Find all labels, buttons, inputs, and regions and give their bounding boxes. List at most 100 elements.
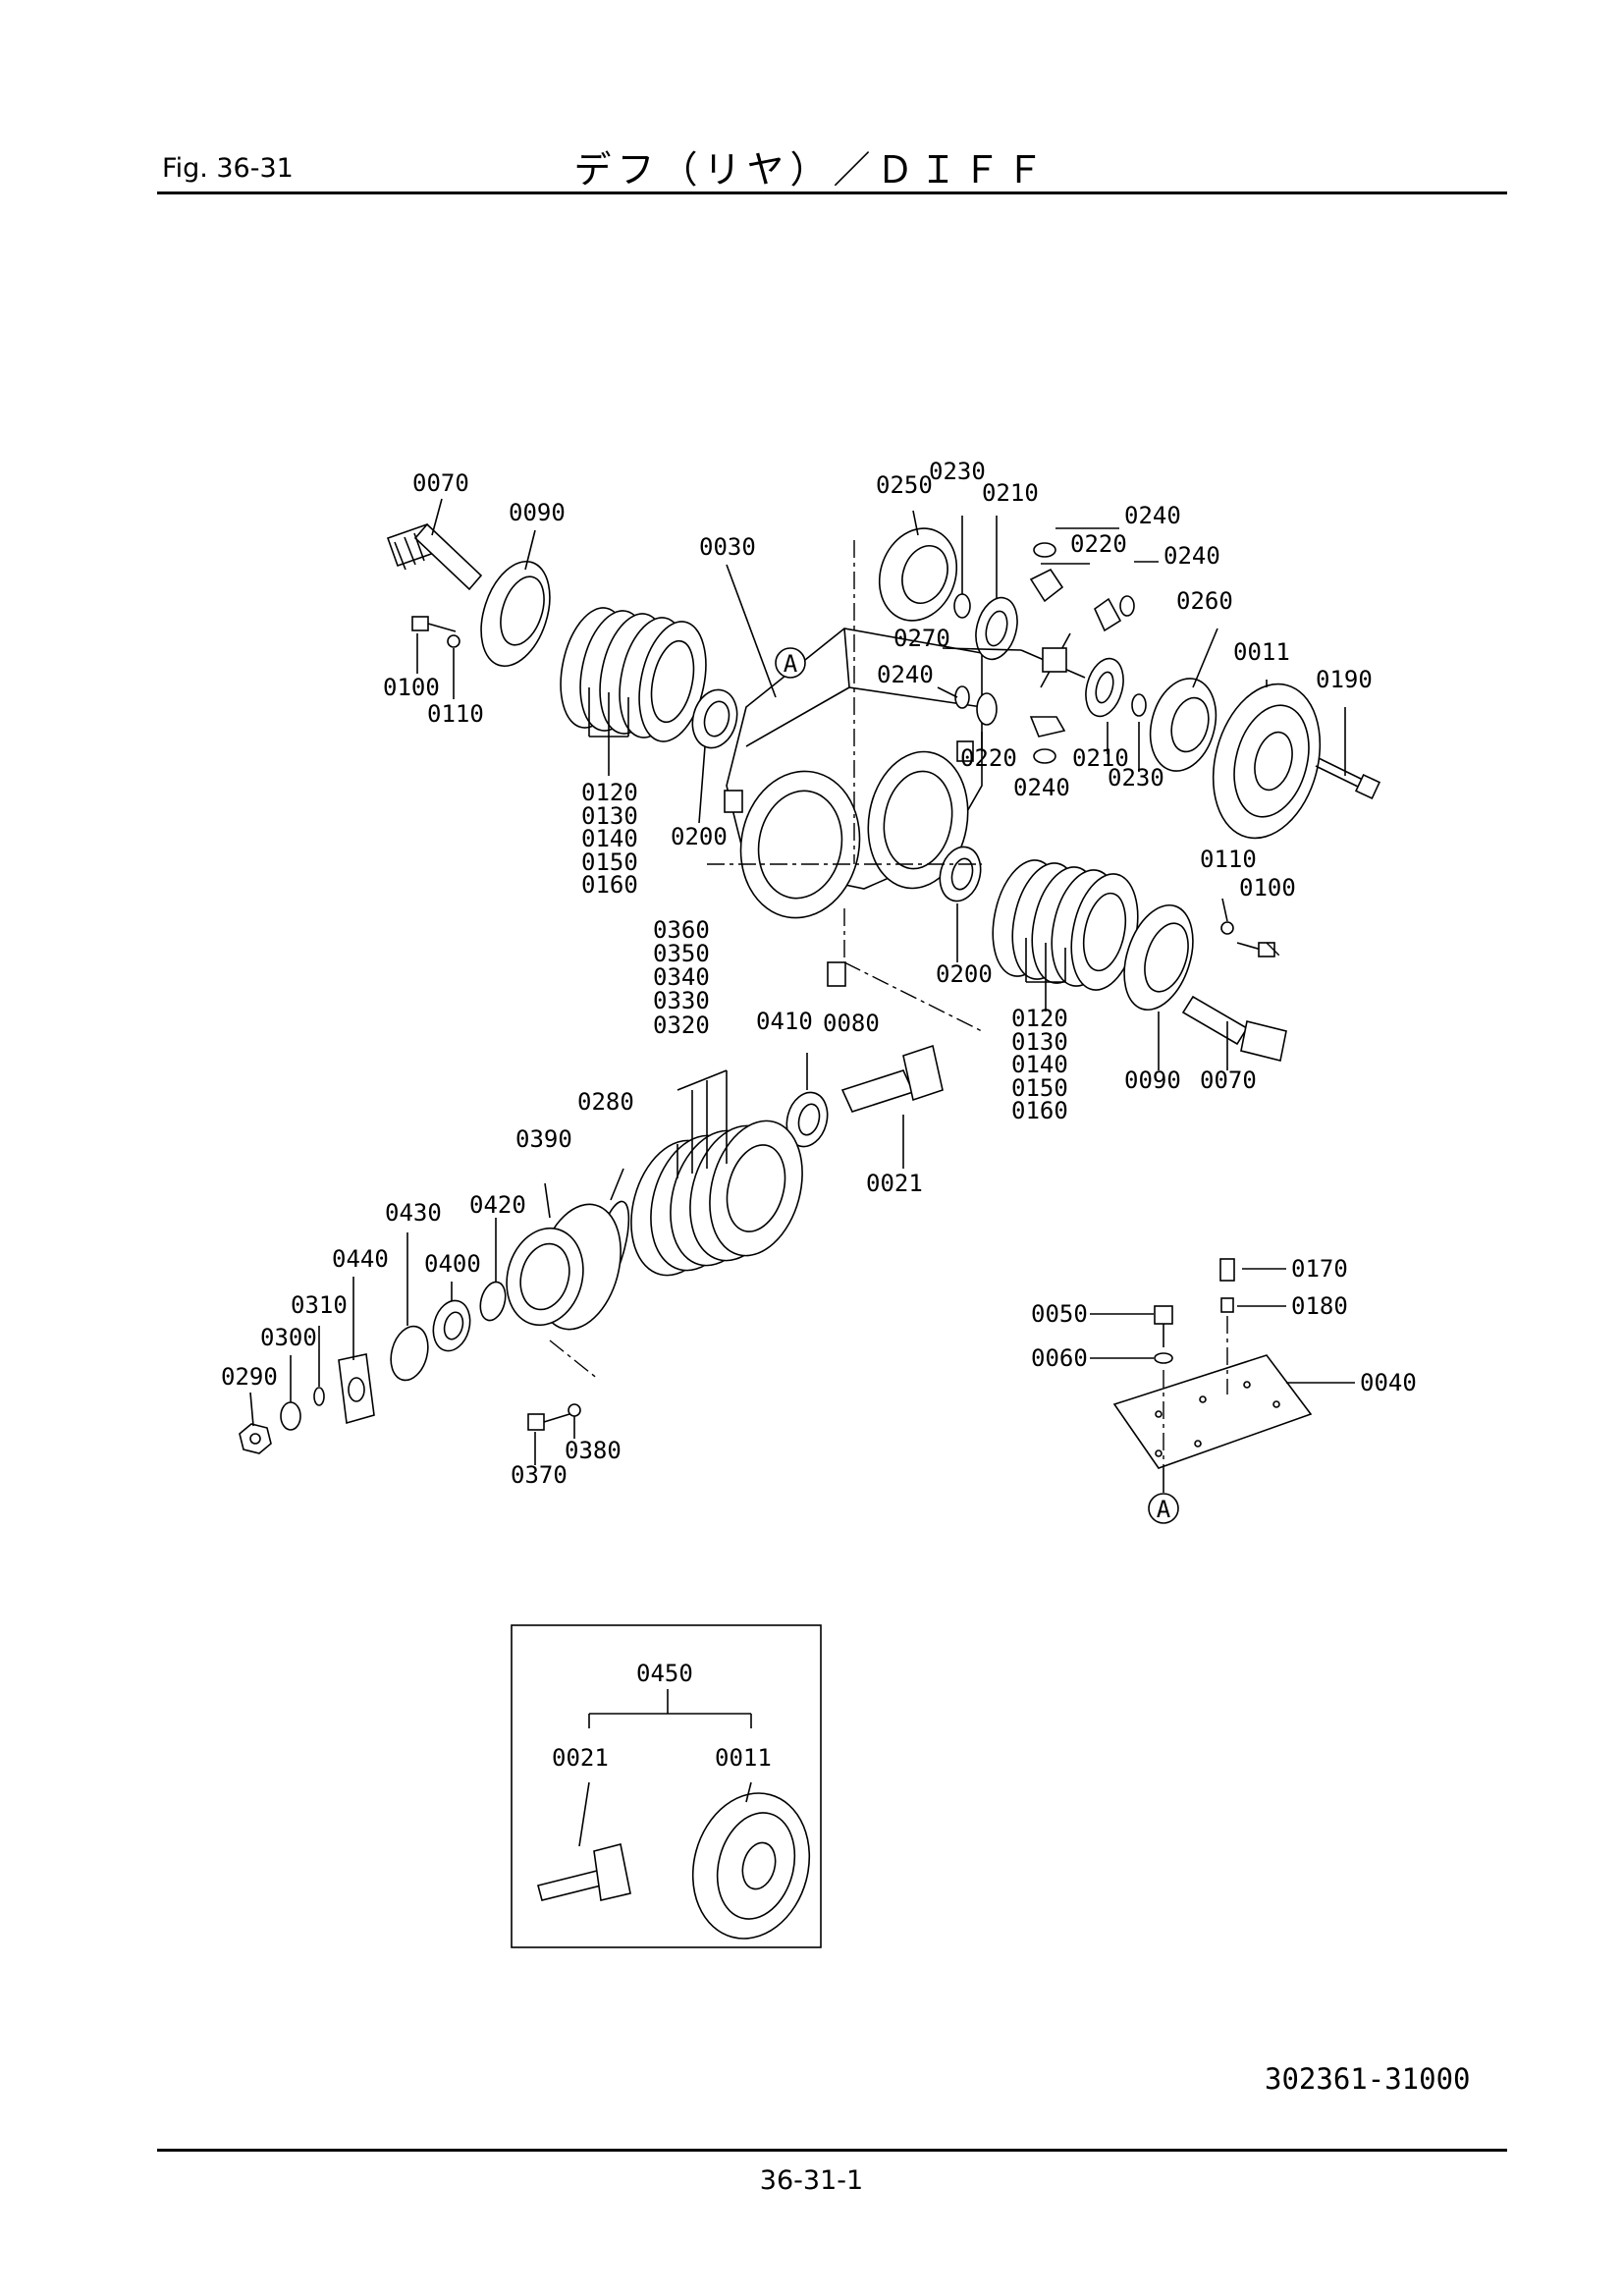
- label-0110b: 0110: [1200, 846, 1257, 873]
- disc-pack-right[interactable]: [983, 854, 1148, 997]
- bearing-0200-right[interactable]: [934, 843, 986, 905]
- label-0430: 0430: [385, 1199, 442, 1227]
- differential-housing[interactable]: [724, 628, 983, 927]
- washer-0300[interactable]: [280, 1401, 301, 1431]
- label-0060: 0060: [1031, 1344, 1088, 1372]
- inset-ring-gear[interactable]: [677, 1780, 826, 1952]
- washer-0240a[interactable]: [1033, 542, 1056, 558]
- pinion-gear-0220a[interactable]: [1029, 568, 1064, 603]
- label-0110a: 0110: [427, 700, 484, 728]
- label-0350: 0350: [653, 940, 710, 967]
- nut-0290[interactable]: [239, 1423, 272, 1454]
- label-0360: 0360: [653, 916, 710, 944]
- label-0370: 0370: [511, 1461, 568, 1489]
- washer-0240b[interactable]: [1119, 595, 1135, 617]
- label-0030: 0030: [699, 533, 756, 561]
- oil-seal-0430[interactable]: [385, 1322, 433, 1384]
- page-number: 36-31-1: [759, 2165, 864, 2196]
- breather-0170[interactable]: [1219, 1258, 1235, 1282]
- label-0090b: 0090: [1124, 1066, 1181, 1094]
- inset-drive-pinion[interactable]: [537, 1843, 631, 1901]
- callout-a-top: A: [775, 647, 806, 679]
- bearing-0410[interactable]: [781, 1088, 833, 1151]
- ring-gear-0011[interactable]: [1197, 672, 1336, 849]
- washer-0240d[interactable]: [1033, 748, 1056, 764]
- label-0250: 0250: [876, 471, 933, 499]
- label-0040: 0040: [1360, 1369, 1417, 1396]
- label-0070b: 0070: [1200, 1066, 1257, 1094]
- cover-plate-0040[interactable]: [1112, 1354, 1313, 1469]
- washer-0060[interactable]: [1154, 1352, 1173, 1364]
- coupling-flange-0440[interactable]: [338, 1353, 375, 1425]
- label-0021b: 0021: [552, 1744, 609, 1772]
- bolt-0370[interactable]: [527, 1413, 570, 1431]
- disc-pack-left[interactable]: [551, 602, 716, 748]
- header-rule: [157, 191, 1507, 194]
- collar-0420[interactable]: [476, 1280, 510, 1324]
- label-0120b: 0120: [1011, 1005, 1068, 1032]
- thrust-washer-0230a[interactable]: [953, 593, 971, 619]
- label-0200a: 0200: [671, 823, 728, 850]
- label-0380: 0380: [565, 1437, 622, 1464]
- bearing-0400[interactable]: [428, 1296, 475, 1355]
- washer-0110-left[interactable]: [447, 634, 460, 648]
- bearing-retainer-right[interactable]: [1112, 897, 1206, 1018]
- label-0220a: 0220: [1070, 530, 1127, 558]
- label-0130a: 0130: [581, 802, 638, 830]
- label-0340: 0340: [653, 963, 710, 991]
- label-0150a: 0150: [581, 848, 638, 876]
- label-0180: 0180: [1291, 1292, 1348, 1320]
- disc-pack-0320-0360[interactable]: [617, 1111, 816, 1286]
- diff-case-half-0250[interactable]: [867, 518, 969, 631]
- pinion-gear-0220d[interactable]: [1029, 716, 1066, 738]
- figure-number: Fig. 36-31: [162, 153, 294, 184]
- thrust-washer-0230b[interactable]: [1131, 693, 1147, 717]
- label-0160a: 0160: [581, 871, 638, 899]
- label-0320: 0320: [653, 1011, 710, 1039]
- pinion-gear-0220b[interactable]: [1093, 597, 1122, 632]
- oring-0310[interactable]: [313, 1387, 325, 1406]
- plug-0180[interactable]: [1220, 1297, 1234, 1313]
- callout-a-bottom: A: [1148, 1493, 1179, 1524]
- side-gear-0210b[interactable]: [1080, 654, 1129, 720]
- label-0011b: 0011: [715, 1744, 772, 1772]
- part-labels: 0070 0090 0100 0110 0030 0120 0130 0140 …: [221, 458, 1417, 1772]
- label-0240c: 0240: [877, 661, 934, 688]
- label-0270: 0270: [893, 625, 950, 652]
- label-0130b: 0130: [1011, 1028, 1068, 1056]
- diff-case-half-0260[interactable]: [1141, 671, 1226, 778]
- label-0240d: 0240: [1013, 774, 1070, 801]
- label-0240a: 0240: [1124, 502, 1181, 529]
- washer-0240c[interactable]: [954, 685, 970, 709]
- pinion-gear-0220c[interactable]: [976, 692, 998, 726]
- label-0011a: 0011: [1233, 638, 1290, 666]
- plug-0080[interactable]: [827, 961, 846, 987]
- bolt-0100-left[interactable]: [411, 616, 457, 632]
- assembly-centerlines: [549, 540, 1282, 1468]
- side-gear-0210a[interactable]: [969, 593, 1023, 664]
- axle-shaft-left[interactable]: [386, 522, 483, 591]
- label-0210b: 0210: [1072, 744, 1129, 772]
- label-0390: 0390: [515, 1125, 572, 1153]
- washer-0380[interactable]: [568, 1403, 581, 1417]
- label-0260: 0260: [1176, 587, 1233, 615]
- inset-box: [511, 1624, 822, 1948]
- bolt-0050[interactable]: [1154, 1305, 1173, 1347]
- page-title: デフ（リヤ）／ＤＩＦＦ: [573, 148, 1050, 191]
- drive-pinion-0021[interactable]: [840, 1044, 944, 1113]
- label-0140a: 0140: [581, 825, 638, 852]
- drawing-number: 302361-31000: [1265, 2062, 1471, 2096]
- bolt-0190[interactable]: [1315, 757, 1381, 800]
- bearing-0200-left[interactable]: [686, 684, 743, 752]
- washer-0110-right[interactable]: [1220, 921, 1234, 935]
- label-0310: 0310: [291, 1291, 348, 1319]
- label-0140b: 0140: [1011, 1051, 1068, 1078]
- label-0070a: 0070: [412, 469, 469, 497]
- pinion-shaft-0270[interactable]: [1020, 632, 1086, 688]
- leader-lines: [249, 498, 1355, 1847]
- footer-rule: [157, 2149, 1507, 2152]
- axle-shaft-right[interactable]: [1181, 995, 1287, 1062]
- bearing-retainer-left[interactable]: [469, 553, 563, 675]
- pinion-housing-0390[interactable]: [496, 1195, 633, 1339]
